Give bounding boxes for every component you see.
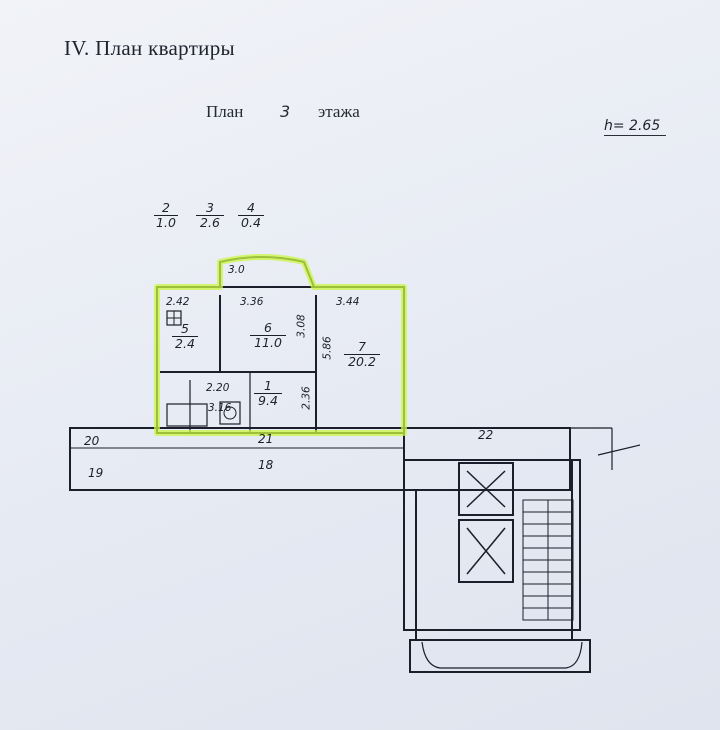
floor-word: этажа: [318, 102, 360, 121]
elevator-2: [458, 519, 514, 583]
room-5-label: 5 2.4: [172, 322, 198, 351]
floor-number: 3: [280, 102, 291, 121]
dim-balcony-width: 3.0: [228, 264, 245, 276]
corridor-20: 20: [84, 434, 100, 448]
room-number: 1: [264, 378, 272, 393]
dim-room7-width: 3.44: [336, 296, 360, 308]
dim-hall-depth: 2.36: [300, 386, 313, 410]
document-title: IV. План квартиры: [64, 36, 235, 60]
room-6-label: 6 11.0: [250, 321, 286, 350]
room-1-label: 1 9.4: [254, 379, 282, 408]
balcony-area: 1.0: [154, 215, 178, 230]
stair-core-outline: [403, 459, 581, 631]
room-number: 7: [358, 339, 366, 354]
balcony-legend-2: 2 1.0: [154, 201, 178, 230]
apartment-highlight: [154, 254, 407, 436]
corridor-18: 18: [258, 458, 274, 472]
room-7-label: 7 20.2: [344, 340, 380, 369]
room-area: 9.4: [254, 393, 282, 408]
ceiling-height: h= 2.65: [604, 118, 667, 136]
dim-room6-width: 3.36: [240, 296, 264, 308]
room-number: 6: [264, 320, 272, 335]
room-number: 5: [181, 321, 189, 336]
corridor-19: 19: [88, 466, 104, 480]
balcony-number: 3: [206, 200, 214, 215]
balcony-legend-4: 4 0.4: [238, 201, 264, 230]
dim-room5-width: 2.42: [166, 296, 190, 308]
balcony-legend-3: 3 2.6: [196, 201, 224, 230]
dim-hall-width: 2.20: [206, 382, 230, 394]
corridor-21: 21: [258, 432, 274, 446]
balcony-number: 4: [247, 200, 255, 215]
room-area: 2.4: [172, 336, 198, 351]
dim-hall-length: 3.16: [208, 402, 232, 414]
room-area: 20.2: [344, 354, 380, 369]
balcony-area: 0.4: [238, 215, 264, 230]
balcony-number: 2: [162, 200, 170, 215]
plan-word: План: [206, 102, 244, 121]
room-area: 11.0: [250, 335, 286, 350]
dim-room6-depth: 3.08: [295, 314, 308, 338]
corridor-22: 22: [478, 428, 494, 442]
dim-room6-depth-right: 5.86: [321, 336, 334, 360]
balcony-area: 2.6: [196, 215, 224, 230]
staircase: [522, 499, 574, 621]
bathtub-icon: [166, 403, 208, 427]
lower-balcony: [409, 639, 591, 673]
toilet-icon: [219, 401, 241, 425]
elevator-1: [458, 462, 514, 516]
